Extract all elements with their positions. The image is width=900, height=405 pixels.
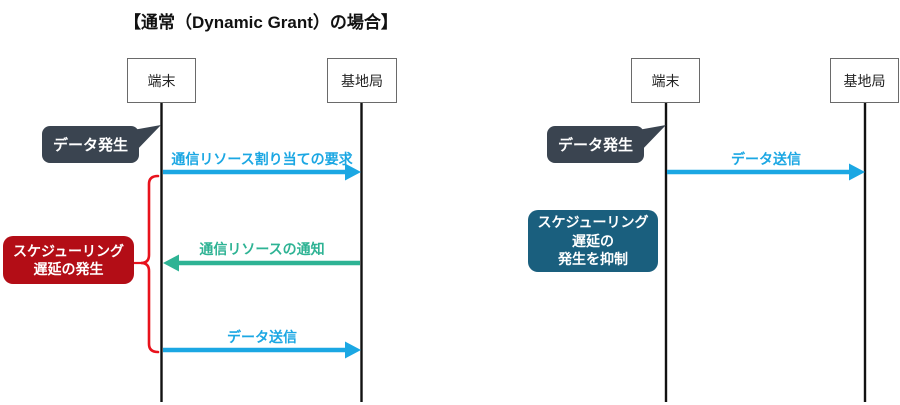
actor-label: 基地局 <box>843 72 886 89</box>
suppress-note: スケジューリング 遅延の 発生を抑制 <box>528 210 658 272</box>
event-bubble-right: データ発生 <box>547 126 644 163</box>
event-bubble-tail-left <box>133 125 161 154</box>
suppress-note-line: スケジューリング <box>537 214 649 231</box>
message-label-resource-notify: 通信リソースの通知 <box>199 241 325 257</box>
event-bubble-left: データ発生 <box>42 126 139 163</box>
actor-label: 端末 <box>147 72 176 89</box>
actor-basestation-left: 基地局 <box>327 58 397 103</box>
actor-label: 基地局 <box>341 72 383 89</box>
delay-note: スケジューリング 遅延の発生 <box>3 236 134 284</box>
message-label-data-send-right: データ送信 <box>731 151 801 167</box>
message-label-resource-request: 通信リソース割り当ての要求 <box>171 151 353 167</box>
message-label-data-send-left: データ送信 <box>227 329 297 345</box>
arrow-resource-request <box>163 163 361 181</box>
actor-terminal-right: 端末 <box>631 58 700 103</box>
suppress-note-line: 遅延の <box>572 232 614 249</box>
suppress-note-line: 発生を抑制 <box>558 251 628 268</box>
event-bubble-label: データ発生 <box>52 137 128 154</box>
arrow-resource-notify <box>163 254 360 272</box>
delay-note-line: スケジューリング <box>12 242 125 259</box>
arrow-data-send-left <box>163 341 361 359</box>
diagram-title: 【通常（Dynamic Grant）の場合】 <box>124 13 398 32</box>
delay-bracket <box>140 174 160 354</box>
arrow-data-send-right <box>667 163 865 181</box>
actor-basestation-right: 基地局 <box>830 58 899 103</box>
delay-note-line: 遅延の発生 <box>33 261 104 277</box>
event-bubble-label: データ発生 <box>557 137 633 154</box>
event-bubble-tail-right <box>638 125 666 154</box>
actor-terminal-left: 端末 <box>127 58 196 103</box>
actor-label: 端末 <box>651 72 680 89</box>
